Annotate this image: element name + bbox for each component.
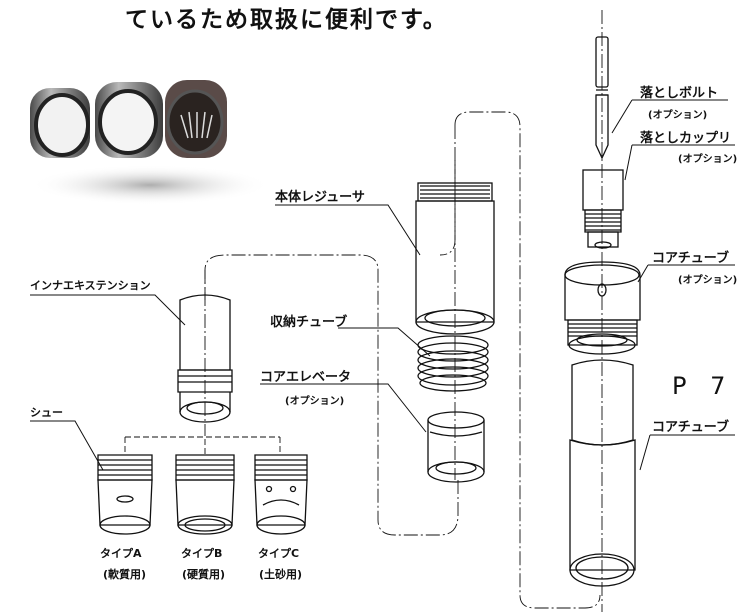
type-b-name: タイプB xyxy=(181,547,223,560)
label-core-elevator-option: (オプション) xyxy=(285,396,345,407)
label-inner-extension: インナエキステンション xyxy=(30,279,151,292)
body-reducer xyxy=(415,182,495,335)
leader-body-reducer xyxy=(275,204,421,256)
leader-drop-coupling xyxy=(624,144,735,181)
label-drop-bolt: 落としボルト xyxy=(640,86,719,101)
shoe-type-c xyxy=(254,454,308,535)
core-tube xyxy=(569,359,636,587)
leader-core-elevator xyxy=(260,383,427,433)
label-drop-coupling-option: (オプション) xyxy=(678,154,738,165)
label-core-elevator: コアエレベータ xyxy=(260,370,352,385)
leader-storage-tube xyxy=(338,327,431,357)
label-core-tube-lower: コアチューブ xyxy=(652,420,729,435)
core-elevator xyxy=(427,411,485,483)
leader-inner-extension xyxy=(30,294,186,326)
core-tube-head xyxy=(564,261,641,355)
path-loop-right xyxy=(454,111,601,609)
photo-shoe-3 xyxy=(165,80,227,158)
label-core-tube-upper: コアチューブ xyxy=(652,251,729,266)
label-storage-tube: 収納チューブ xyxy=(270,315,348,330)
label-drop-bolt-option: (オプション) xyxy=(648,110,708,121)
label-shoe: シュー xyxy=(30,406,63,419)
storage-tube xyxy=(417,335,489,392)
label-body-reducer: 本体レジューサ xyxy=(275,190,365,205)
drop-bolt xyxy=(595,36,609,160)
label-core-tube-upper-option: (オプション) xyxy=(678,275,738,286)
type-c-use: (土砂用) xyxy=(259,568,303,581)
type-c-name: タイプC xyxy=(258,547,300,560)
leader-shoe xyxy=(30,420,104,471)
path-loop-left xyxy=(204,254,459,536)
shoe-type-b xyxy=(175,454,235,535)
photo-shoe-1 xyxy=(30,88,90,158)
leader-drop-bolt xyxy=(611,99,728,134)
type-a-name: タイプA xyxy=(100,547,142,560)
type-b-use: (硬質用) xyxy=(182,568,226,581)
shoe-type-a xyxy=(97,454,153,535)
header-text: ているため取扱に便利です。 xyxy=(125,7,448,33)
leader-core-tube-upper xyxy=(637,264,735,283)
leader-core-tube-lower xyxy=(639,434,735,471)
photo-shoe-2 xyxy=(95,82,163,158)
label-drop-coupling: 落としカップリ xyxy=(640,131,732,146)
type-a-use: (軟質用) xyxy=(103,568,147,581)
shoe-photo xyxy=(30,80,270,205)
inner-extension xyxy=(177,270,233,430)
drop-coupling xyxy=(582,169,624,249)
page-label: P 7 xyxy=(672,372,734,400)
